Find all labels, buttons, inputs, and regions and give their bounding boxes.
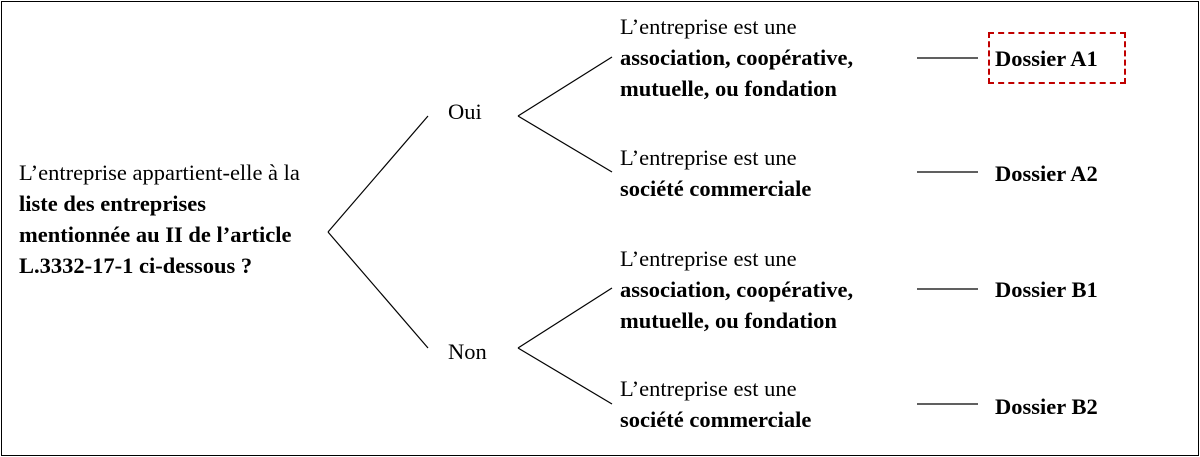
leaf-a1-line1: L’entreprise est une bbox=[620, 14, 797, 39]
leaf-node-a1: L’entreprise est une association, coopér… bbox=[620, 11, 905, 104]
leaf-node-b2: L’entreprise est une société commerciale bbox=[620, 373, 811, 435]
edge-non-b1 bbox=[517, 287, 613, 349]
leaf-a2-line1: L’entreprise est une bbox=[620, 145, 797, 170]
question-bold-text: liste des entreprises mentionnée au II d… bbox=[19, 191, 292, 278]
leaf-b2-line1: L’entreprise est une bbox=[620, 376, 797, 401]
edge-question-non bbox=[327, 231, 429, 349]
leaf-a2-bold: société commerciale bbox=[620, 176, 812, 201]
highlight-box-a1 bbox=[988, 32, 1126, 84]
branch-label-oui: Oui bbox=[448, 99, 482, 124]
leaf-b1-line1: L’entreprise est une bbox=[620, 246, 797, 271]
edge-non-b2 bbox=[517, 347, 613, 405]
edge-oui-a1 bbox=[517, 56, 613, 117]
leaf-b2-bold: société commerciale bbox=[620, 407, 812, 432]
edge-oui-a2 bbox=[517, 115, 613, 173]
branch-label-non: Non bbox=[448, 339, 487, 364]
question-text: L’entreprise appartient-elle à la bbox=[19, 160, 300, 185]
result-dossier-b2: Dossier B2 bbox=[995, 394, 1098, 419]
leaf-a1-bold: association, coopérative, mutuelle, ou f… bbox=[620, 45, 854, 101]
leaf-b1-bold: association, coopérative, mutuelle, ou f… bbox=[620, 277, 854, 333]
leaf-node-a2: L’entreprise est une société commerciale bbox=[620, 142, 811, 204]
leaf-node-b1: L’entreprise est une association, coopér… bbox=[620, 243, 905, 336]
edge-question-oui bbox=[327, 115, 429, 233]
result-dossier-a1: Dossier A1 bbox=[995, 46, 1098, 71]
question-node: L’entreprise appartient-elle à la liste … bbox=[19, 157, 319, 281]
result-dossier-b1: Dossier B1 bbox=[995, 277, 1098, 302]
result-dossier-a2: Dossier A2 bbox=[995, 161, 1098, 186]
